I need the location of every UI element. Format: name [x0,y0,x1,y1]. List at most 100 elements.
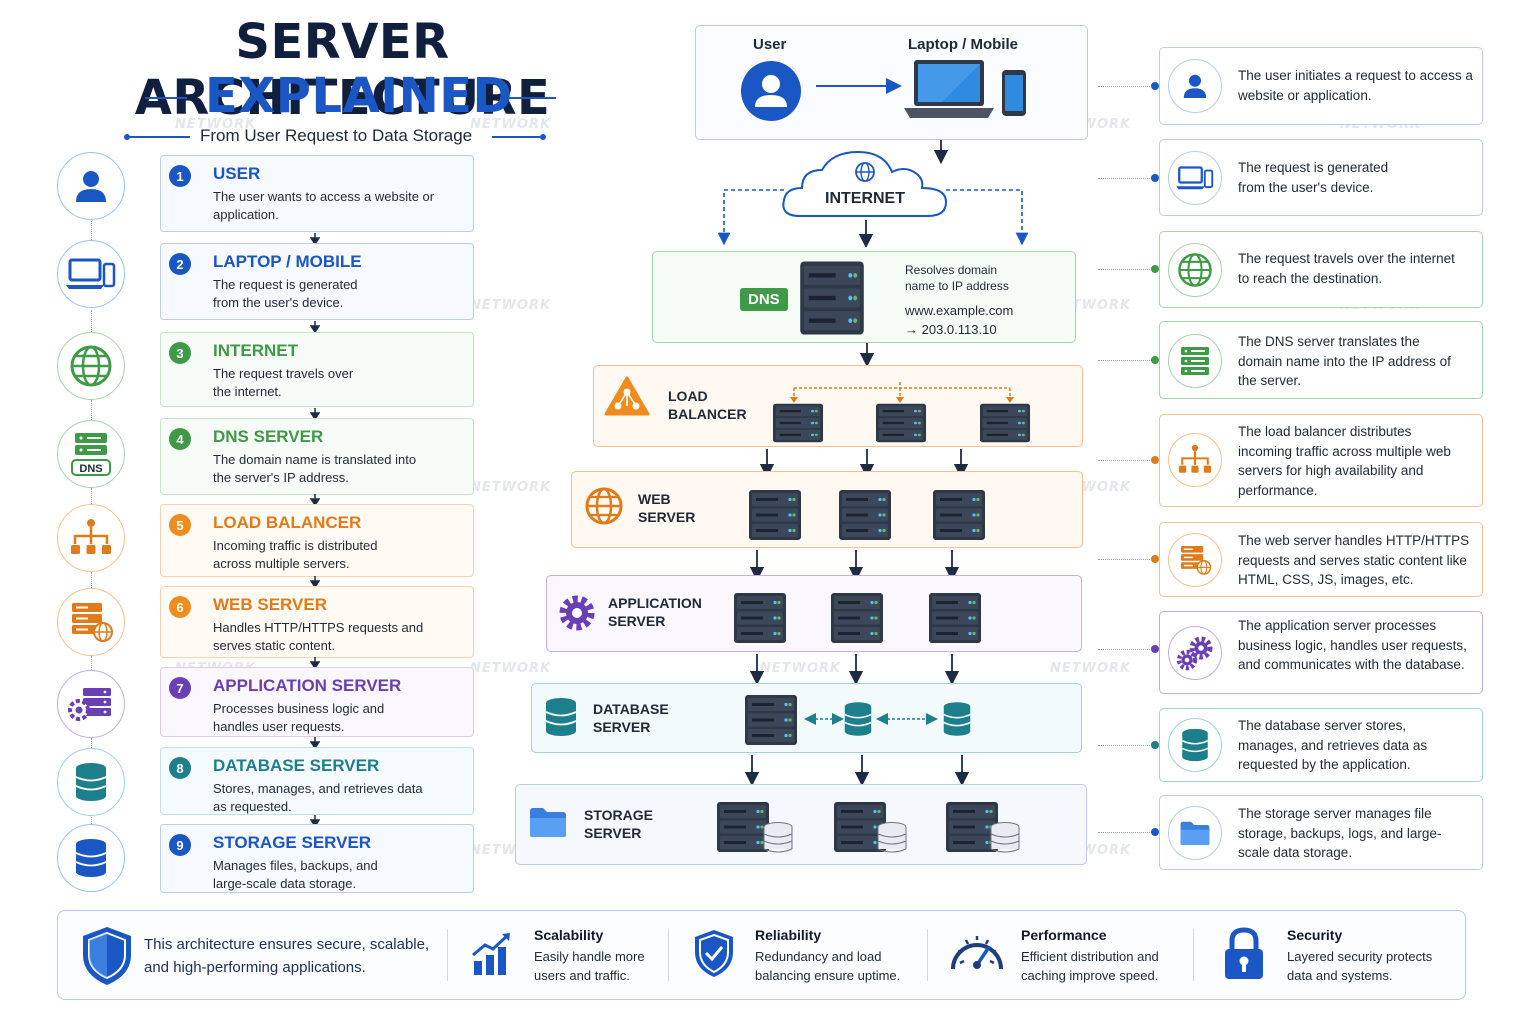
connector-dot [1151,555,1159,563]
step-number: 1 [169,165,191,187]
arrow-down-icon [310,657,320,669]
database-icon [942,701,972,737]
benefits-banner: This architecture ensures secure, scalab… [57,910,1466,1000]
explanation-card-dns: The DNS server translates the domain nam… [1159,321,1483,399]
lb-distribution-arrows [790,382,1014,403]
arrow-down-icon [310,494,320,506]
internet-fanout-arrows [718,189,1028,247]
chart-growth-icon [472,933,510,975]
explanation-text: The storage server manages file storage,… [1238,806,1442,860]
internet-cloud-icon [782,150,948,217]
explanation-text: The request travels over the internet to… [1238,251,1455,286]
step-number: 7 [169,677,191,699]
laptop-mobile-icon [904,60,1026,118]
step-description: Incoming traffic is distributed across m… [213,538,378,571]
step-number: 2 [169,253,191,275]
connector [1098,360,1156,361]
step-title: STORAGE SERVER [213,833,372,852]
connector [91,814,92,826]
shield-icon [83,927,131,985]
banner-summary: This architecture ensures secure, scalab… [144,936,430,976]
user-icon [57,152,125,220]
svg-text:DNS: DNS [79,463,102,475]
server-icon [740,694,802,746]
explanation-text: The web server handles HTTP/HTTPS reques… [1238,533,1470,587]
dns-badge: DNS [740,288,788,311]
step-description: Handles HTTP/HTTPS requests and serves s… [213,620,424,653]
gears-icon [1168,626,1222,680]
divider [1193,929,1194,981]
laptop-mobile-icon [57,240,125,308]
server-icon [748,489,802,541]
connector-dot [1151,456,1159,464]
dns-icon [1168,334,1222,388]
explanation-text: The user initiates a request to access a… [1238,68,1473,103]
arrow-down-icon [860,343,874,367]
globe-icon [585,487,623,525]
title-rule-right [500,97,556,99]
watermark: NETWORK [175,117,257,132]
step-description: Processes business logic and handles use… [213,701,385,734]
user-device-panel: User Laptop / Mobile [695,25,1088,140]
step-description: The request is generated from the user's… [213,277,358,310]
server-icon [830,592,884,644]
step-description: Manages files, backups, and large-scale … [213,858,378,891]
arrow-right-icon [816,78,902,94]
connector [1098,269,1156,270]
step-card-dns: 4 DNS SERVER The domain name is translat… [160,418,474,495]
folder-icon [530,808,566,837]
subtitle-dot [540,134,546,140]
explanation-card-user: The user initiates a request to access a… [1159,47,1483,125]
explanation-card-application-server: The application server processes busines… [1159,611,1483,694]
disk-stack-icon [988,821,1022,855]
subtitle-rule-right [492,136,540,138]
arrow-down-icon [310,321,320,333]
connector [1098,559,1156,560]
step-number: 4 [169,428,191,450]
explanation-text: The application server processes busines… [1238,618,1467,672]
disk-stack-icon [875,821,909,855]
title-rule-left [145,97,187,99]
connector-dot [1151,265,1159,273]
connector [91,310,92,332]
server-icon [838,489,892,541]
divider [447,929,448,981]
arrow-down-icon [750,550,960,580]
arrow-down-icon [934,140,948,164]
watermark: NETWORK [470,117,552,132]
connector [1098,178,1156,179]
explanation-card-load-balancer: The load balancer distributes incoming t… [1159,414,1483,507]
connector [91,400,92,420]
connector-dot [1151,356,1159,364]
step-description: Stores, manages, and retrieves data as r… [213,781,423,814]
arrow-down-icon [745,755,970,785]
step-number: 3 [169,342,191,364]
app-server-icon [57,670,125,738]
subtitle-dot [124,134,130,140]
dns-note: Resolves domain name to IP address [905,263,1009,293]
watermark: NETWORK [470,480,552,495]
step-card-laptop-mobile: 2 LAPTOP / MOBILE The request is generat… [160,243,474,320]
explanation-card-internet: The request travels over the internet to… [1159,231,1483,308]
connector-dot [1151,174,1159,182]
connector [1098,86,1156,87]
step-card-internet: 3 INTERNET The request travels over the … [160,332,474,407]
explanation-text: The DNS server translates the domain nam… [1238,334,1451,388]
connector [91,656,92,670]
connector [91,218,92,242]
step-card-application-server: 7 APPLICATION SERVER Processes business … [160,667,474,737]
step-title: INTERNET [213,341,298,360]
divider [668,929,669,981]
dns-icon: DNS [57,420,125,488]
divider [927,929,928,981]
server-icon [733,592,787,644]
